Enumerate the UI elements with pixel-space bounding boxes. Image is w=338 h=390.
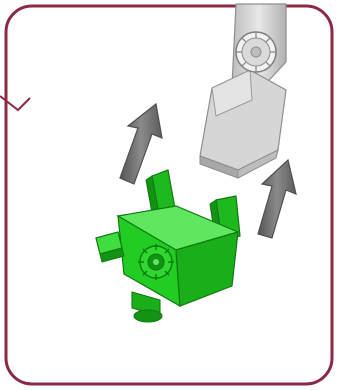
servo-gear-icon xyxy=(138,244,174,280)
horn-spline-icon xyxy=(236,32,276,72)
